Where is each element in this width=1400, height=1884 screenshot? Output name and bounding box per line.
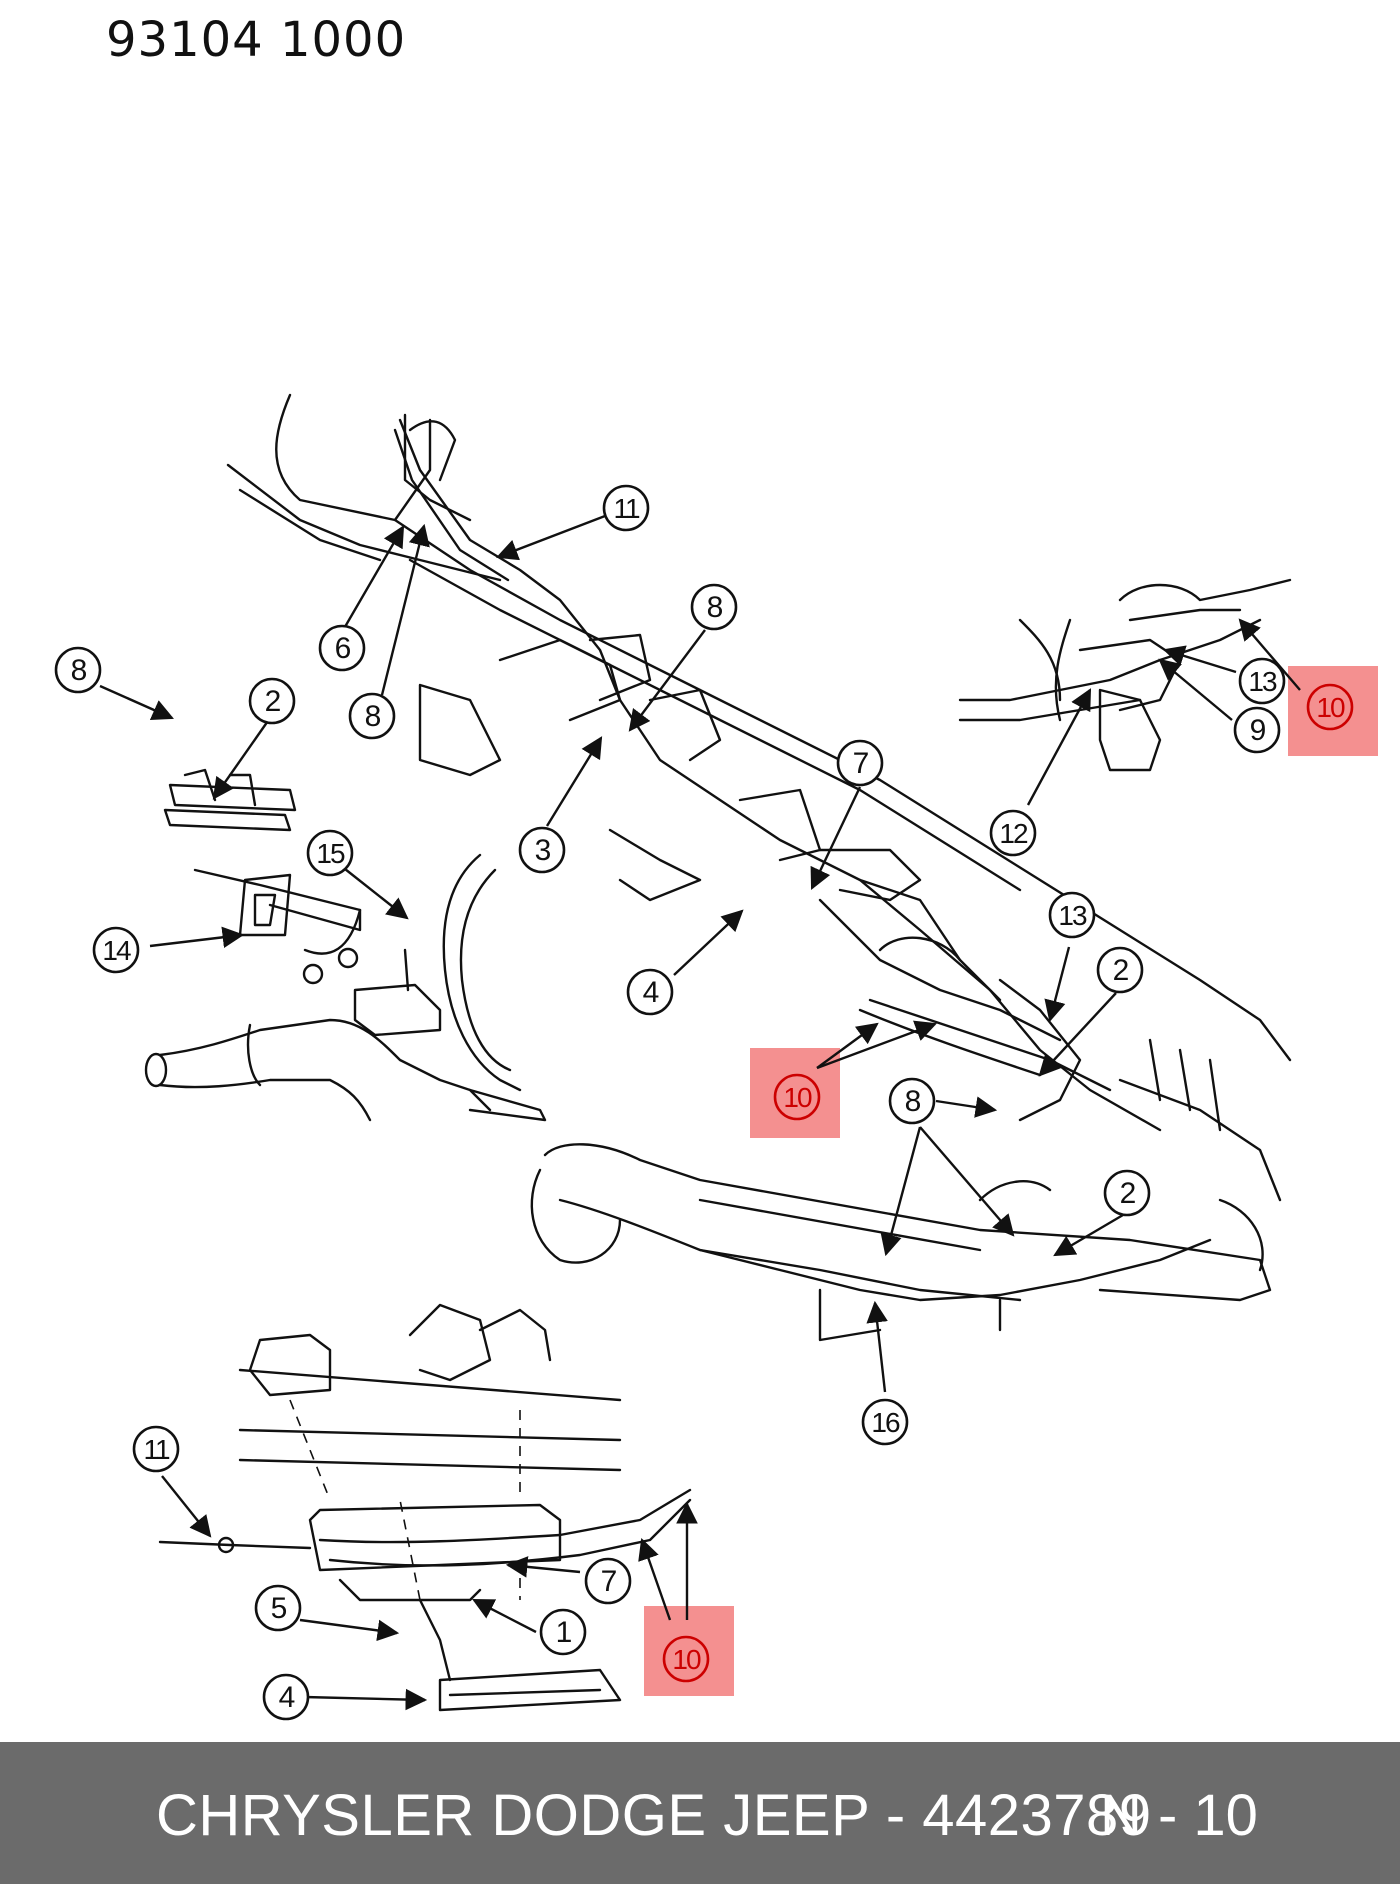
leader-arrows <box>99 514 1301 1711</box>
callout-2: 2 <box>1103 1169 1151 1217</box>
callout-label: 5 <box>271 1592 287 1625</box>
callout-11: 11 <box>602 484 650 532</box>
callout-circle <box>1238 657 1286 705</box>
callout-9: 9 <box>1233 706 1281 754</box>
callout-circle <box>248 677 296 725</box>
callout-circle <box>662 1635 710 1683</box>
callout-1: 1 <box>539 1608 587 1656</box>
callout-circle <box>773 1073 821 1121</box>
callout-10: 10 <box>773 1073 821 1121</box>
footer-bar: CHRYSLER DODGE JEEP - 4423789 N - 10 <box>0 1742 1400 1884</box>
callout-circle <box>690 583 738 631</box>
callout-circle <box>1233 706 1281 754</box>
callout-2: 2 <box>1096 946 1144 994</box>
callout-4: 4 <box>626 968 674 1016</box>
callout-circle <box>518 826 566 874</box>
callout-11: 11 <box>132 1425 180 1473</box>
callout-12: 12 <box>989 809 1037 857</box>
callout-8: 8 <box>54 646 102 694</box>
callout-10: 10 <box>1306 683 1354 731</box>
highlight-boxes <box>644 666 1378 1696</box>
callout-label: 8 <box>365 700 381 733</box>
callout-13: 13 <box>1048 891 1096 939</box>
callout-14: 14 <box>92 926 140 974</box>
callout-circle <box>626 968 674 1016</box>
callout-circle <box>1103 1169 1151 1217</box>
callout-circle <box>1306 683 1354 731</box>
callout-circle <box>132 1425 180 1473</box>
callout-8: 8 <box>690 583 738 631</box>
callout-label: 2 <box>1113 954 1129 987</box>
callout-circle <box>254 1584 302 1632</box>
callout-label: 14 <box>102 935 131 966</box>
callout-label: 3 <box>535 834 551 867</box>
callout-label: 10 <box>672 1644 701 1675</box>
callout-circle <box>54 646 102 694</box>
callout-circle <box>989 809 1037 857</box>
callout-label: 15 <box>316 838 345 869</box>
callout-label: 16 <box>871 1407 900 1438</box>
callout-circle <box>92 926 140 974</box>
callout-2: 2 <box>248 677 296 725</box>
callout-7: 7 <box>836 739 884 787</box>
highlight-box <box>1288 666 1378 756</box>
callout-circle <box>262 1673 310 1721</box>
callout-label: 11 <box>613 493 639 524</box>
callout-4: 4 <box>262 1673 310 1721</box>
callout-label: 13 <box>1058 900 1087 931</box>
callout-label: 9 <box>1250 714 1266 747</box>
callout-6: 6 <box>318 624 366 672</box>
callout-label: 4 <box>279 1681 295 1714</box>
callout-label: 12 <box>999 818 1028 849</box>
callout-label: 2 <box>1120 1177 1136 1210</box>
callout-circle <box>1048 891 1096 939</box>
callout-label: 7 <box>853 747 869 780</box>
callout-10: 10 <box>662 1635 710 1683</box>
callout-5: 5 <box>254 1584 302 1632</box>
callout-circle <box>861 1398 909 1446</box>
callout-label: 8 <box>71 654 87 687</box>
callout-16: 16 <box>861 1398 909 1446</box>
callout-label: 13 <box>1248 666 1277 697</box>
callout-3: 3 <box>518 826 566 874</box>
callout-circle <box>584 1557 632 1605</box>
callout-label: 10 <box>783 1082 812 1113</box>
callout-8: 8 <box>888 1077 936 1125</box>
callout-circle <box>318 624 366 672</box>
callout-7: 7 <box>584 1557 632 1605</box>
callout-label: 8 <box>905 1085 921 1118</box>
callout-circle <box>539 1608 587 1656</box>
callout-circle <box>888 1077 936 1125</box>
callout-15: 15 <box>306 829 354 877</box>
callout-13: 13 <box>1238 657 1286 705</box>
callout-label: 6 <box>335 632 351 665</box>
callout-8: 8 <box>348 692 396 740</box>
callout-label: 7 <box>601 1565 617 1598</box>
callout-label: 11 <box>143 1434 169 1465</box>
callout-label: 2 <box>265 685 281 718</box>
callout-circle <box>348 692 396 740</box>
callout-circle <box>836 739 884 787</box>
page-reference: N - 10 <box>1100 1783 1258 1848</box>
callout-label: 8 <box>707 591 723 624</box>
callout-circle <box>602 484 650 532</box>
callout-circle <box>306 829 354 877</box>
frame-assembly-drawing <box>144 393 1292 1712</box>
callout-circle <box>1096 946 1144 994</box>
document-header-code: 93104 1000 <box>106 12 407 68</box>
callout-label: 10 <box>1316 692 1345 723</box>
callout-label: 4 <box>643 976 659 1009</box>
callout-label: 1 <box>556 1616 572 1649</box>
part-reference: CHRYSLER DODGE JEEP - 4423789 <box>156 1783 1152 1848</box>
